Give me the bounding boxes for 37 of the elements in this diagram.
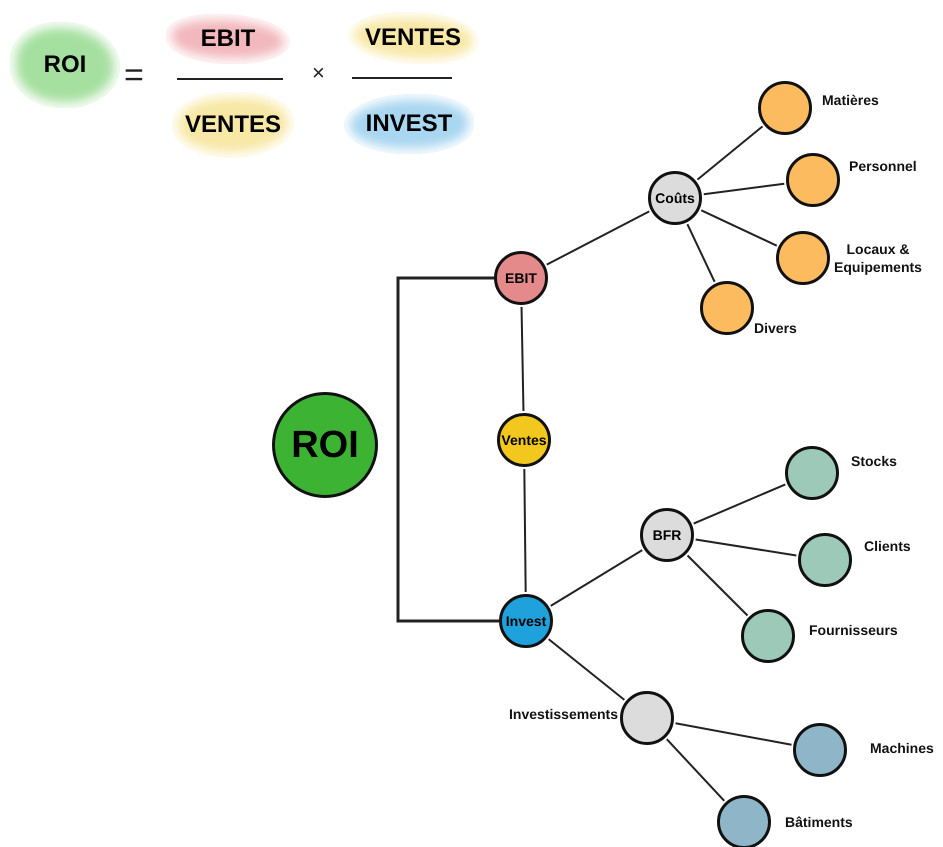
formula-term: VENTES — [364, 23, 462, 53]
math-symbol: × — [312, 62, 325, 84]
node-label: Fournisseurs — [809, 621, 898, 639]
node-label: Personnel — [849, 157, 917, 175]
connector-line — [548, 638, 625, 701]
node-label: Investissements — [509, 705, 618, 723]
connector-line — [520, 306, 524, 412]
connector-line — [546, 210, 650, 266]
node-label: Divers — [754, 319, 797, 337]
bracket-connector — [396, 276, 499, 622]
connector-line — [695, 538, 797, 556]
formula-term: ROI — [44, 50, 86, 80]
connector-line — [696, 126, 764, 180]
connector-line — [666, 738, 725, 802]
formula-term: INVEST — [366, 109, 452, 139]
node-label: Matières — [822, 91, 879, 109]
connector-line — [675, 722, 792, 746]
node-label: Ventes — [501, 430, 547, 450]
node-label: ROI — [291, 422, 359, 468]
node-label: Coûts — [655, 188, 695, 208]
formula-term: VENTES — [184, 110, 282, 140]
node-label: EBIT — [505, 268, 537, 288]
node-label: Locaux & Equipements — [833, 240, 923, 276]
node-label: Bâtiments — [785, 813, 853, 831]
connector-line — [686, 224, 716, 282]
formula-term: EBIT — [200, 24, 256, 54]
node-label: Stocks — [851, 452, 897, 470]
node-label: Clients — [864, 537, 911, 555]
node-label: Invest — [506, 612, 546, 630]
math-symbol: = — [124, 58, 144, 92]
connector-line — [704, 182, 784, 196]
connector-line — [523, 468, 527, 592]
connector-line — [700, 209, 778, 247]
connector-line — [686, 554, 748, 616]
node-label: BFR — [652, 526, 682, 544]
node-label: Machines — [870, 739, 934, 757]
connector-line — [693, 483, 786, 525]
